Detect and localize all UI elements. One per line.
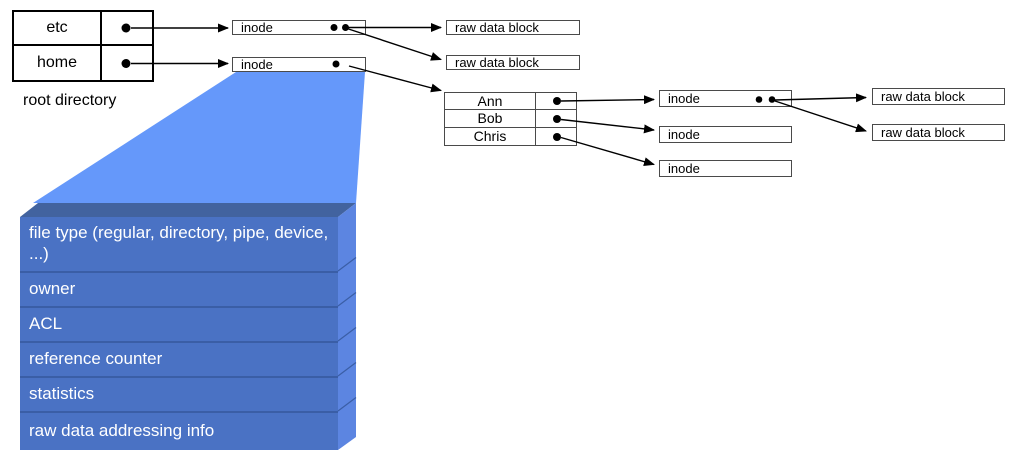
raw-data-block-4: raw data block: [872, 124, 1005, 141]
dir-entry-pointer-cell: [102, 12, 152, 46]
inode-box-bob: inode: [659, 126, 792, 143]
inode-field-row: ACL: [20, 306, 338, 341]
home-directory-table: Ann Bob Chris: [444, 92, 577, 146]
raw-data-block-label: raw data block: [455, 55, 539, 70]
dir-entry-name: Bob: [445, 110, 536, 128]
raw-data-block-label: raw data block: [881, 125, 965, 140]
inode-box-home: inode: [232, 57, 366, 72]
inode-field-row: raw data addressing info: [20, 411, 338, 450]
inode-field-row: reference counter: [20, 341, 338, 376]
raw-data-block-label: raw data block: [455, 20, 539, 35]
stack-side-separators: [337, 257, 357, 412]
inode-field-row: file type (regular, directory, pipe, dev…: [29, 223, 329, 263]
raw-data-block-3: raw data block: [872, 88, 1005, 105]
stack-side-face: [338, 203, 356, 450]
raw-data-block-label: raw data block: [881, 89, 965, 104]
raw-data-block-2: raw data block: [446, 55, 580, 70]
inode-field-row: statistics: [20, 376, 338, 411]
inode-box-label: inode: [668, 161, 700, 176]
root-directory-table: etc home: [12, 10, 154, 82]
inode-box-label: inode: [668, 91, 700, 106]
dir-entry-name: Ann: [445, 93, 536, 111]
dir-entry-name: Chris: [445, 127, 536, 145]
inode-box-label: inode: [668, 127, 700, 142]
inode-detail-stack: file type (regular, directory, pipe, dev…: [20, 217, 338, 450]
inode-box-label: inode: [241, 20, 273, 35]
inode-box-ann: inode: [659, 90, 792, 107]
inode-field-row: owner: [20, 271, 338, 306]
inode-box-chris: inode: [659, 160, 792, 177]
dir-entry-pointer-cell: [536, 110, 576, 128]
root-directory-label: root directory: [23, 92, 117, 109]
raw-data-block-1: raw data block: [446, 20, 580, 35]
inode-box-label: inode: [241, 57, 273, 72]
inode-box-etc: inode: [232, 20, 366, 35]
dir-entry-pointer-cell: [102, 46, 152, 80]
dir-entry-name: home: [14, 46, 102, 80]
stack-top-face: [20, 203, 356, 217]
dir-entry-pointer-cell: [536, 93, 576, 111]
dir-entry-pointer-cell: [536, 128, 576, 145]
dir-entry-name: etc: [14, 12, 102, 46]
